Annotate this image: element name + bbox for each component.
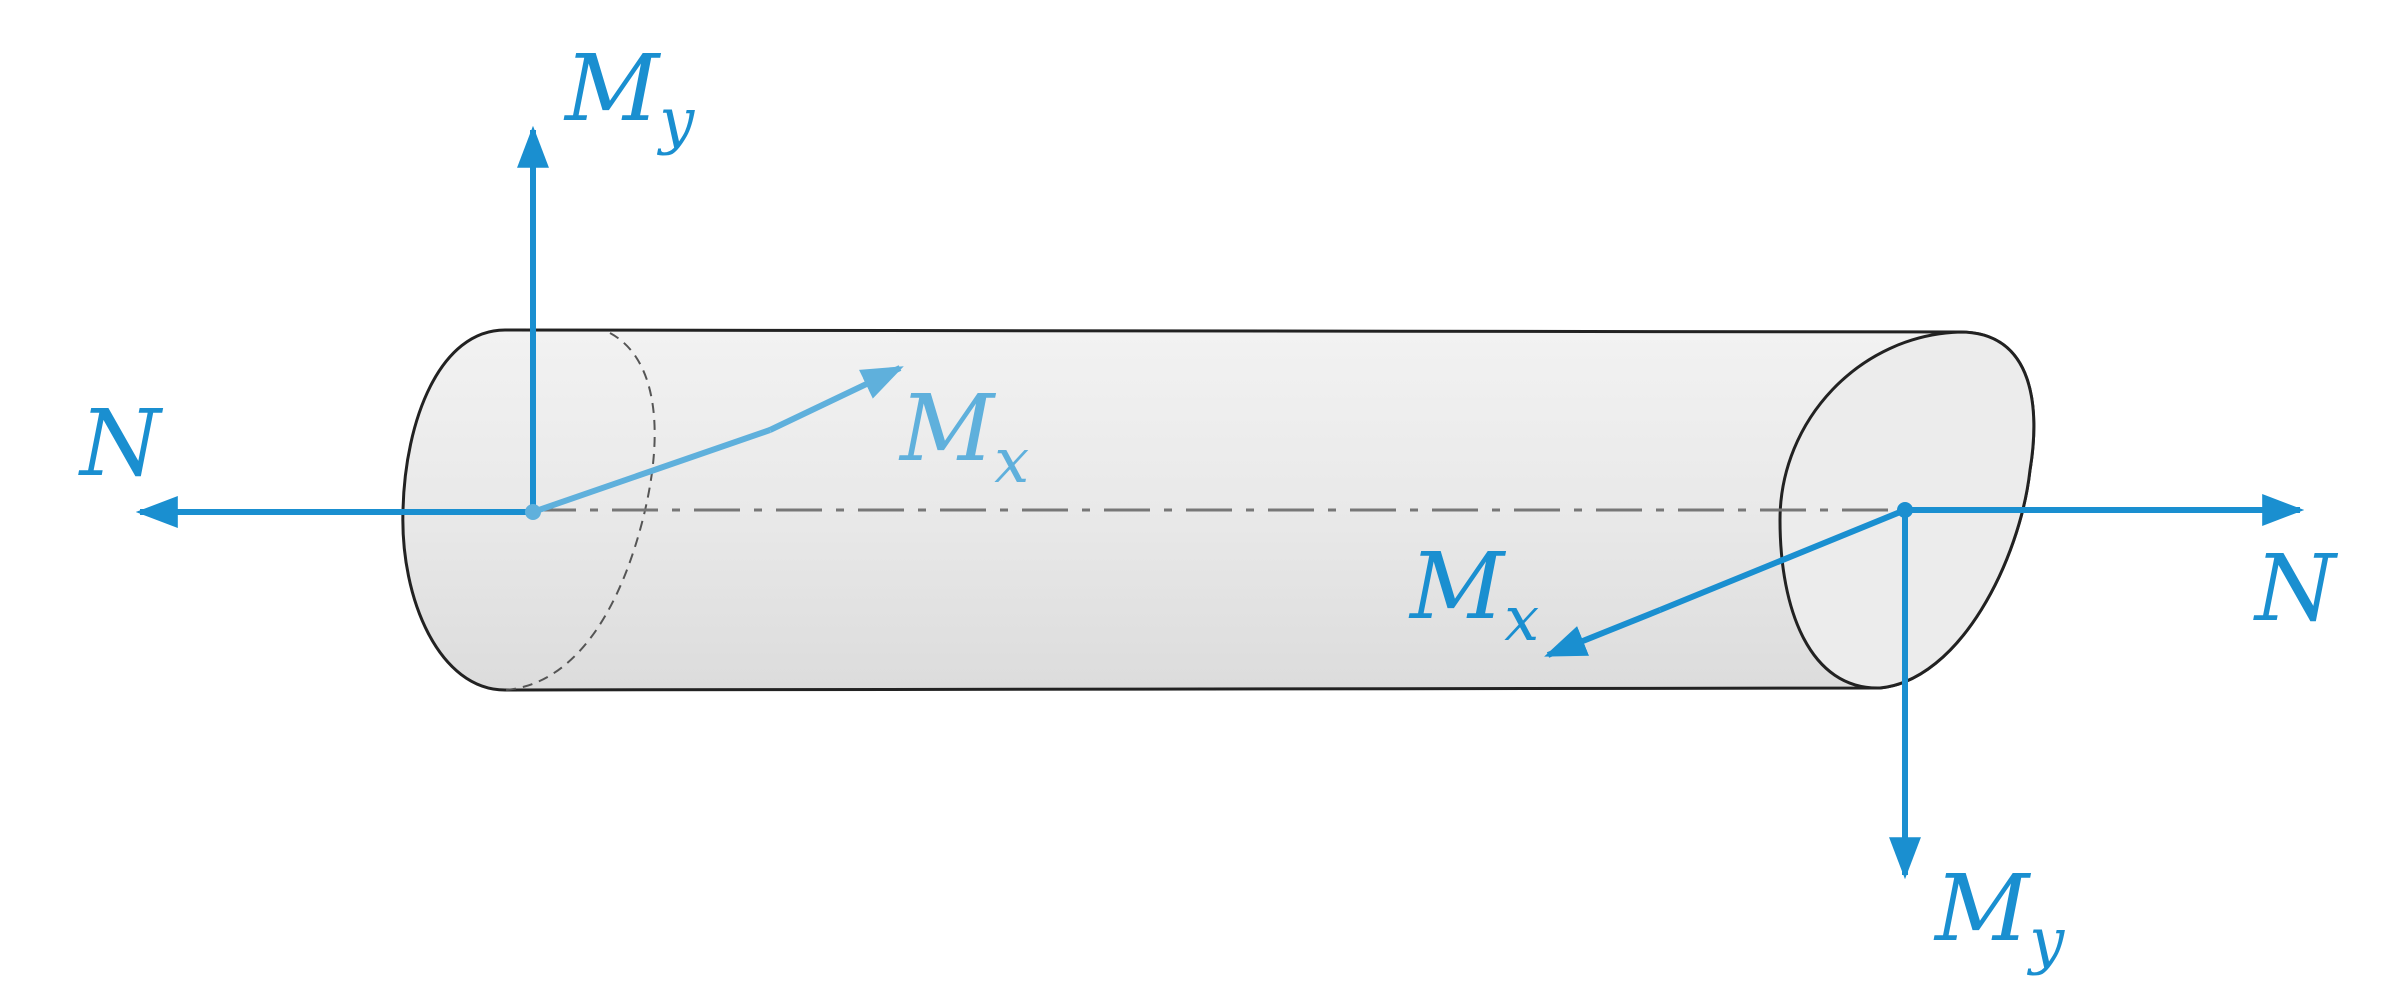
left-moment-x-arrow: [768, 365, 904, 433]
label-right-moment-x: Mx: [1408, 533, 1539, 655]
left-moment-x-arrow-shaft: [532, 427, 771, 515]
right-moment-x-arrow: [1544, 607, 1662, 658]
right-moment-x-arrow-shaft: [1658, 507, 1907, 613]
label-left-axial-force: N: [78, 390, 164, 497]
left-centroid-point: [525, 504, 541, 520]
label-right-moment-y: My: [1933, 855, 2065, 977]
label-left-moment-y: My: [563, 35, 695, 157]
label-right-axial-force: N: [2253, 535, 2339, 642]
right-end-vectors: [1544, 494, 2305, 880]
right-centroid-point: [1897, 502, 1913, 518]
left-end-vectors: [135, 125, 904, 528]
left-hidden-section: [504, 332, 656, 691]
label-left-moment-x: Mx: [898, 375, 1029, 497]
